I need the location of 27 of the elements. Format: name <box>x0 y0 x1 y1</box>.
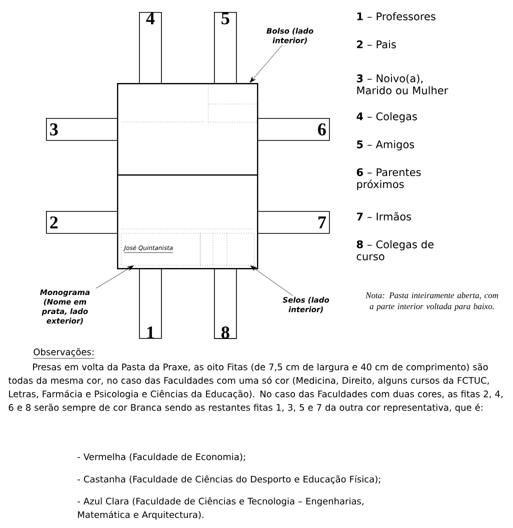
ribbon: 7 <box>257 211 330 234</box>
legend-item: 6 – Parentes próximos <box>356 168 421 190</box>
legend-item: 8 – Colegas de curso <box>356 240 434 260</box>
folder-area <box>200 233 254 266</box>
section-heading: Observações: <box>33 348 95 359</box>
leader-line <box>250 45 282 83</box>
legend-item: 1 – Professores <box>357 12 436 20</box>
ribbon: 4 <box>139 12 162 84</box>
note-text: Nota: Pasta inteiramente aberta, com a parte interior voltada para baixo. <box>365 292 498 311</box>
list-item: - Castanha (Faculdade de Ciências do Desporto e Educação Física); <box>78 475 380 484</box>
legend-item: 5 – Amigos <box>357 140 414 150</box>
ribbon: 2 <box>46 211 118 234</box>
ribbon: 5 <box>214 12 237 84</box>
paragraph: Presas em volta da Pasta da Praxe, as oito Fitas (de 7,5 cm de largura e 40 cm de comprimento) são todas da mesma cor, no caso das Faculdades com uma só cor (Medicina, Direito, alguns cursos da FCTUC, Letras, Farmácia e Psicologia e Ciências da Educação). No caso das Faculdades com duas cores, as fitas 2, 4, 6 e 8 serão sempre de cor Branca sendo as restantes fitas 1, 3, 5 e 7 da outra cor representativa, que é: <box>8 363 502 413</box>
ribbon: 6 <box>257 118 330 141</box>
legend-item: 4 – Colegas <box>356 112 417 122</box>
ribbon: 3 <box>46 118 118 141</box>
folder-drawing <box>117 83 258 270</box>
folder-area <box>208 83 258 122</box>
ribbon: 8 <box>214 268 237 339</box>
leader-line <box>250 266 294 296</box>
leader-line <box>96 266 134 289</box>
list-item: - Azul Clara (Faculdade de Ciências e Tecnologia – Engenharias, Matemática e Arquitectura). <box>78 497 364 520</box>
legend-item: 7 – Irmãos <box>356 212 412 220</box>
legend-item: 3 – Noivo(a), Marido ou Mulher <box>356 74 448 94</box>
list-item: - Vermelha (Faculdade de Economia); <box>78 453 245 462</box>
legend-item: 2 – Pais <box>357 40 396 48</box>
